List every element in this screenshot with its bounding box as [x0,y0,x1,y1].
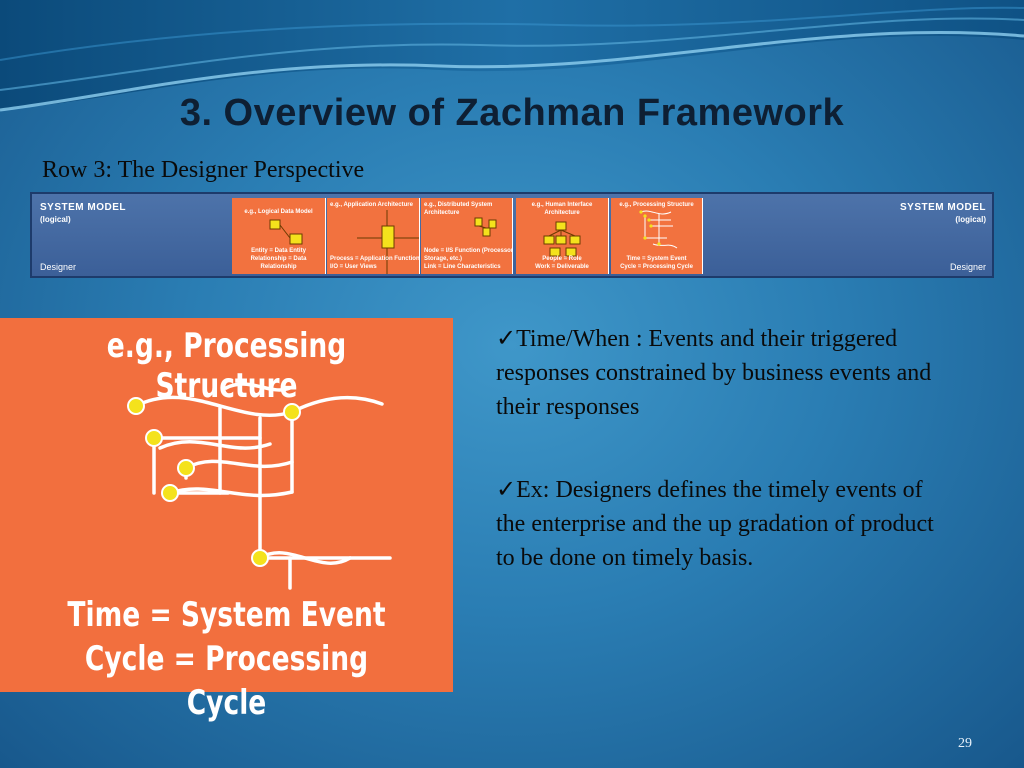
cell-foot: Time = System Event Cycle = Processing C… [620,256,693,270]
cell-foot: Entity = Data Entity Relationship = Data… [250,248,307,270]
slide-subtitle: Row 3: The Designer Perspective [42,157,365,183]
strip-cell-people: e.g., Human Interface Architecture Peopl… [516,198,609,274]
cell-head: e.g., Application Architecture [330,202,413,208]
strip-right-label: SYSTEM MODEL [899,202,986,213]
header-swoosh [0,0,1024,112]
bullet-text: Ex: Designers defines the timely events … [496,477,934,571]
strip-right-sub: (logical) [955,215,986,224]
cell-head: e.g., Logical Data Model [244,209,313,215]
processing-structure-icon [639,210,678,249]
data-model-icon [269,219,303,245]
distributed-system-icon [474,217,497,237]
processing-structure-diagram [127,382,392,590]
strip-left-role: Designer [40,262,77,272]
strip-left-sub: (logical) [40,215,71,224]
bullet-text: Time/When : Events and their triggered r… [496,326,932,420]
strip-right-role: Designer [949,262,986,272]
panel-footer-line-2: Cycle = Processing Cycle [84,639,369,723]
cell-head: e.g., Processing Structure [619,202,694,208]
strip-cell-data: e.g., Logical Data Model Entity = Data E… [232,198,326,274]
panel-footer: Time = System Event Cycle = Processing C… [50,593,403,725]
panel-footer-line-1: Time = System Event [67,595,386,635]
cell-head: e.g., Human Interface Architecture [531,202,593,216]
cell-foot: Node = I/S Function (Processor, Storage,… [424,248,513,270]
slide-title: 3. Overview of Zachman Framework [179,92,845,134]
strip-cell-network: e.g., Distributed System Architecture No… [421,198,513,274]
check-icon: ✓ [496,477,517,503]
cell-head: e.g., Distributed System Architecture [424,202,493,216]
application-architecture-icon [357,210,419,274]
zachman-row-strip: SYSTEM MODEL (logical) Designer SYSTEM M… [30,192,994,278]
cell-foot: People = Role Work = Deliverable [535,256,589,270]
page-number: 29 [958,736,972,751]
check-icon: ✓ [496,326,517,352]
strip-left-label: SYSTEM MODEL [40,202,127,213]
processing-structure-panel: e.g., Processing Structure [0,318,453,723]
human-interface-icon [543,221,581,257]
bullet-time-when: ✓Time/When : Events and their triggered … [496,322,936,424]
cell-foot: Process = Application Function I/O = Use… [330,256,420,270]
bullet-example: ✓Ex: Designers defines the timely events… [496,473,936,575]
strip-cell-process: e.g., Application Architecture Process =… [327,198,420,274]
strip-cell-time: e.g., Processing Structure Time = System… [611,198,703,274]
